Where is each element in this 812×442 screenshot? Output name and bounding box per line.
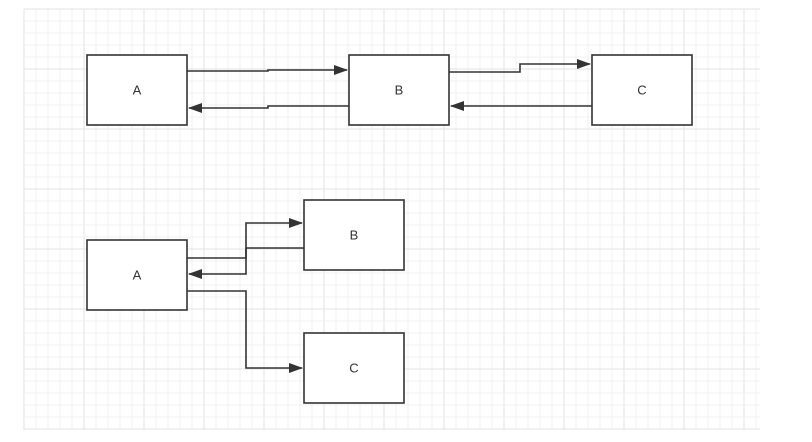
edge-b-to-c[interactable]: [449, 59, 591, 73]
node-label: B: [395, 83, 404, 98]
node-label: A: [133, 268, 142, 283]
node-b[interactable]: B: [303, 199, 405, 271]
node-label: C: [637, 83, 646, 98]
diagram-2: A B C: [86, 199, 405, 404]
diagram-1: A B C: [86, 54, 693, 126]
edge-a-to-b[interactable]: [187, 218, 303, 259]
node-label: A: [133, 83, 142, 98]
node-b[interactable]: B: [348, 54, 450, 126]
edge-b-to-a[interactable]: [188, 103, 349, 113]
node-a[interactable]: A: [86, 54, 188, 126]
edge-b-to-a[interactable]: [188, 247, 304, 279]
node-c[interactable]: C: [591, 54, 693, 126]
node-label: C: [349, 361, 358, 376]
edge-a-to-b[interactable]: [187, 65, 348, 75]
edge-a-to-c[interactable]: [187, 290, 303, 373]
node-box: [86, 239, 188, 311]
node-box: [348, 54, 450, 126]
node-box: [303, 199, 405, 271]
node-box: [591, 54, 693, 126]
node-box: [86, 54, 188, 126]
node-label: B: [350, 228, 359, 243]
node-a[interactable]: A: [86, 239, 188, 311]
node-c[interactable]: C: [303, 332, 405, 404]
node-box: [303, 332, 405, 404]
